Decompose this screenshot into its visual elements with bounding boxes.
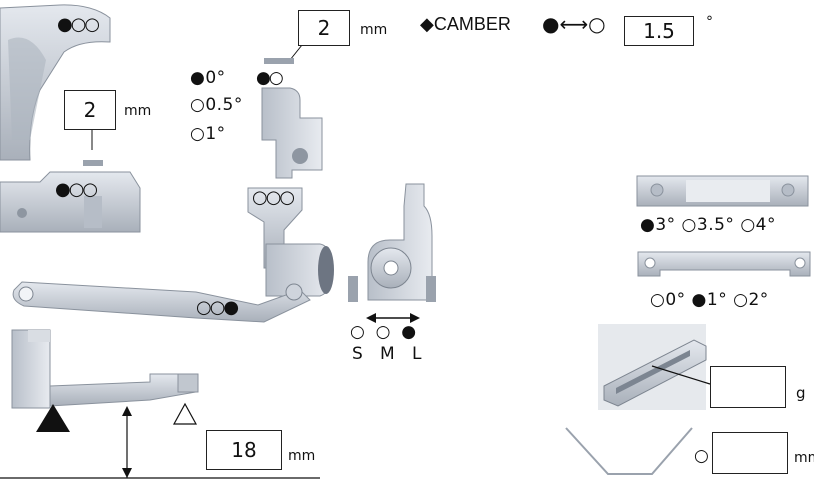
upper-arm-part xyxy=(0,4,111,161)
sml-dot-markers: ○ ○ ● xyxy=(350,322,417,342)
weight-block-part xyxy=(598,324,707,410)
left-shim-mark xyxy=(83,160,103,166)
upper-shim-unit: mm xyxy=(360,22,388,38)
lower-arm-part xyxy=(12,281,311,323)
left-bulkhead-part xyxy=(0,171,141,233)
left-shim-unit: mm xyxy=(124,103,152,119)
caster-option-2: ○1° xyxy=(190,124,226,144)
weight-value-box[interactable] xyxy=(710,366,786,408)
left-shim-box[interactable]: 2 xyxy=(64,90,116,130)
weight-pointer xyxy=(651,365,711,385)
sml-label-m: M xyxy=(380,344,395,364)
droop-value-box[interactable] xyxy=(712,432,788,474)
lower-arm-hole-markers: ○○● xyxy=(196,297,239,318)
upper-shim-box[interactable]: 2 xyxy=(298,10,350,46)
sml-label-s: S xyxy=(352,344,363,364)
camber-value-box[interactable]: 1.5 xyxy=(624,16,694,46)
toe-block-part xyxy=(636,175,809,207)
toe-plate-part xyxy=(637,251,811,277)
camber-direction-symbol: ●⟷○ xyxy=(542,12,606,36)
shock-tower-part xyxy=(247,187,334,297)
chassis-side-part xyxy=(11,329,199,409)
droop-marker: ○ xyxy=(694,446,709,466)
sml-arrow-left-head xyxy=(366,313,376,323)
knuckle-part xyxy=(261,87,323,179)
sml-arrow-right-head xyxy=(410,313,420,323)
toe-plate-options: ○0° ●1° ○2° xyxy=(650,290,769,310)
top-arm-hole-markers: ●○○ xyxy=(57,14,100,35)
droop-unit: mm xyxy=(794,450,814,466)
ride-height-arrow-bottom xyxy=(122,468,132,478)
upper-shim-mark xyxy=(264,58,294,64)
droop-v-shape xyxy=(565,427,693,475)
upper-shim-pointer xyxy=(289,44,303,61)
ride-height-unit: mm xyxy=(288,448,316,464)
tower-hole-markers: ○○○ xyxy=(252,187,295,208)
ride-height-arrow-top xyxy=(122,406,132,416)
weight-unit: g xyxy=(796,384,806,402)
right-support-triangle xyxy=(172,402,198,425)
caster-option-0: ●0° xyxy=(190,68,226,88)
knuckle-hole-markers: ●○ xyxy=(256,68,284,88)
camber-unit: ° xyxy=(706,14,713,30)
hub-part xyxy=(348,183,436,302)
toe-block-options: ●3° ○3.5° ○4° xyxy=(640,215,776,235)
left-support-triangle xyxy=(36,404,70,432)
left-bulkhead-hole-markers: ●○○ xyxy=(55,179,98,200)
sml-label-l: L xyxy=(412,344,422,364)
camber-label: ◆CAMBER xyxy=(420,14,511,34)
ride-height-box[interactable]: 18 xyxy=(206,430,282,470)
caster-option-1: ○0.5° xyxy=(190,95,243,115)
